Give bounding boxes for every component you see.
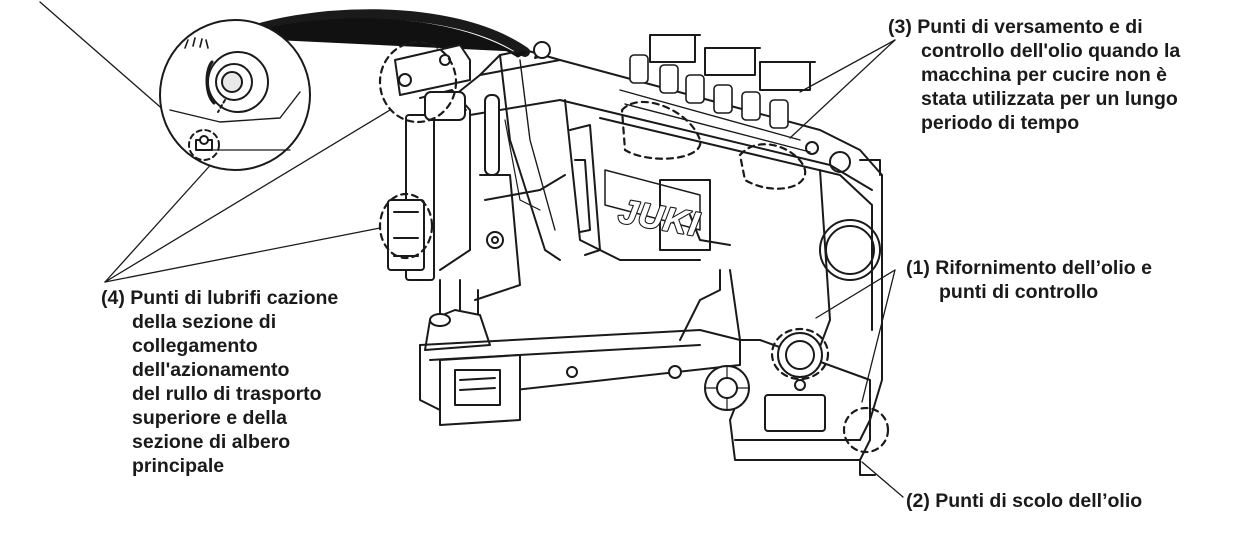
thread-tension-assembly <box>619 34 816 153</box>
callout-line: macchina per cucire non è <box>921 64 1168 86</box>
callout-line: superiore e della <box>132 407 287 429</box>
callout-line: (4) Punti di lubrifi cazione <box>101 287 339 309</box>
callout-line: sezione di albero <box>132 431 291 453</box>
callout-oil-drain: (2) Punti di scolo dell’olio <box>906 489 1142 513</box>
callout-line: della sezione di <box>132 311 277 333</box>
side-linkage <box>387 199 425 271</box>
arm-housing <box>479 41 561 261</box>
brand-plate <box>604 169 701 231</box>
callout-line: dell'azionamento <box>132 359 290 381</box>
callout-line: (2) Punti di scolo dell’olio <box>906 490 1143 512</box>
callout-line: periodo di tempo <box>921 112 1080 134</box>
presser-foot-area <box>424 279 491 351</box>
callout-oil-supply: (1) Rifornimento dell’olio e punti di co… <box>906 256 1152 304</box>
callout-line: stata utilizzata per un lungo <box>921 88 1178 110</box>
dashed-circle-marker <box>378 40 890 454</box>
callout-line: del rullo di trasporto <box>132 383 322 405</box>
callout-line: principale <box>132 455 225 477</box>
callout-line: controllo dell'olio quando la <box>921 40 1181 62</box>
lower-housing <box>704 332 876 476</box>
callout-line: punti di controllo <box>939 281 1099 303</box>
machine-head <box>394 44 601 301</box>
callout-oil-check-idle: (3) Punti di versamento e di controllo d… <box>888 15 1180 135</box>
callout-line: collegamento <box>132 335 258 357</box>
callout-line: (3) Punti di versamento e di <box>888 16 1143 38</box>
brand-label: JUKI <box>616 192 703 244</box>
callout-line: (1) Rifornimento dell’olio e <box>906 257 1152 279</box>
callout-lubrication-points: (4) Punti di lubrifi cazione della sezio… <box>101 286 338 478</box>
machine-bed <box>419 269 741 426</box>
oil-hole-magnified-detail <box>159 9 530 171</box>
